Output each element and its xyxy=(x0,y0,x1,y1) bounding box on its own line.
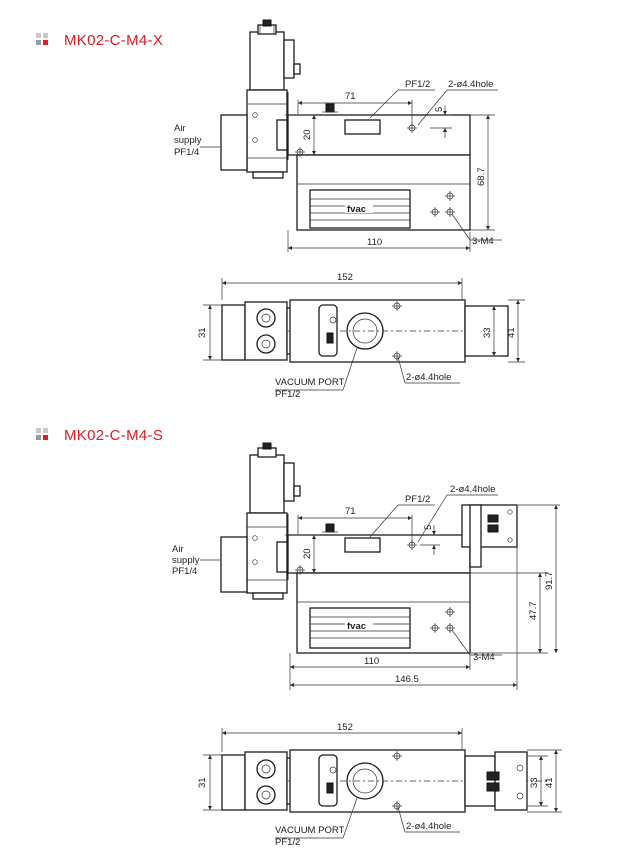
label-vacuum-pf: PF1/2 xyxy=(275,837,300,848)
dim-146-5: 146.5 xyxy=(395,674,419,685)
label-holes: 2-ø4.4hole xyxy=(450,484,495,495)
label-pf14: PF1/4 xyxy=(174,147,199,158)
dim-41: 41 xyxy=(544,777,555,788)
label-vacuum-pf: PF1/2 xyxy=(275,389,300,400)
label-m4: 3-M4 xyxy=(472,236,494,247)
dim-20: 20 xyxy=(302,548,313,559)
dim-110: 110 xyxy=(367,237,382,248)
dim-152: 152 xyxy=(337,722,353,733)
dim-152: 152 xyxy=(337,272,353,283)
label-holes-top: 2-ø4.4hole xyxy=(406,821,451,832)
top-view-s: 152 31 33 41 2-ø4.4hole VACUUM PORT PF1/… xyxy=(197,722,562,848)
dim-5: 5 xyxy=(434,107,445,112)
brand-label: fvac xyxy=(347,621,366,632)
dim-110: 110 xyxy=(364,656,379,667)
dim-47-7: 47.7 xyxy=(528,602,539,621)
square-bullet-icon xyxy=(36,428,50,442)
label-pf12: PF1/2 xyxy=(405,494,430,505)
dim-91-7: 91.7 xyxy=(544,572,555,591)
section-title-x: MK02-C-M4-X xyxy=(36,30,163,50)
section-title-text: MK02-C-M4-S xyxy=(64,426,164,444)
label-supply: supply xyxy=(172,555,200,566)
label-air: Air xyxy=(174,123,186,134)
vacuum-port-block xyxy=(344,119,381,135)
adjust-knob xyxy=(325,103,335,113)
dim-20: 20 xyxy=(302,129,313,140)
label-vacuum-port: VACUUM PORT xyxy=(275,825,345,836)
label-air: Air xyxy=(172,544,184,555)
section-title-s: MK02-C-M4-S xyxy=(36,425,163,445)
dim-31: 31 xyxy=(197,327,208,338)
dim-33: 33 xyxy=(529,777,540,788)
dim-5: 5 xyxy=(423,525,434,530)
section-title-text: MK02-C-M4-X xyxy=(64,31,164,49)
sensor-attachment-top xyxy=(494,751,528,811)
brand-label: fvac xyxy=(347,204,366,215)
top-view-x: 152 31 33 41 2-ø4.4hole VACUUM PORT PF1/… xyxy=(197,272,525,400)
side-view-s: fvac 71 PF1/2 2-ø4.4hole xyxy=(172,442,560,690)
dim-71: 71 xyxy=(345,506,356,517)
label-holes-top: 2-ø4.4hole xyxy=(406,372,451,383)
label-m4: 3-M4 xyxy=(473,652,495,663)
dim-71: 71 xyxy=(345,91,356,102)
label-supply: supply xyxy=(174,135,202,146)
label-holes: 2-ø4.4hole xyxy=(448,79,493,90)
label-pf12: PF1/2 xyxy=(405,79,430,90)
label-pf14: PF1/4 xyxy=(172,566,197,577)
dim-41: 41 xyxy=(506,327,517,338)
solenoid-coil xyxy=(249,31,285,91)
air-fitting xyxy=(220,114,248,171)
dim-31: 31 xyxy=(197,777,208,788)
dim-68-7: 68.7 xyxy=(476,168,487,187)
label-vacuum-port: VACUUM PORT xyxy=(275,377,345,388)
side-view-x: fvac 71 PF1/2 2-ø4.4hole 5 20 xyxy=(174,19,502,252)
dim-33: 33 xyxy=(482,327,493,338)
square-bullet-icon xyxy=(36,33,50,47)
